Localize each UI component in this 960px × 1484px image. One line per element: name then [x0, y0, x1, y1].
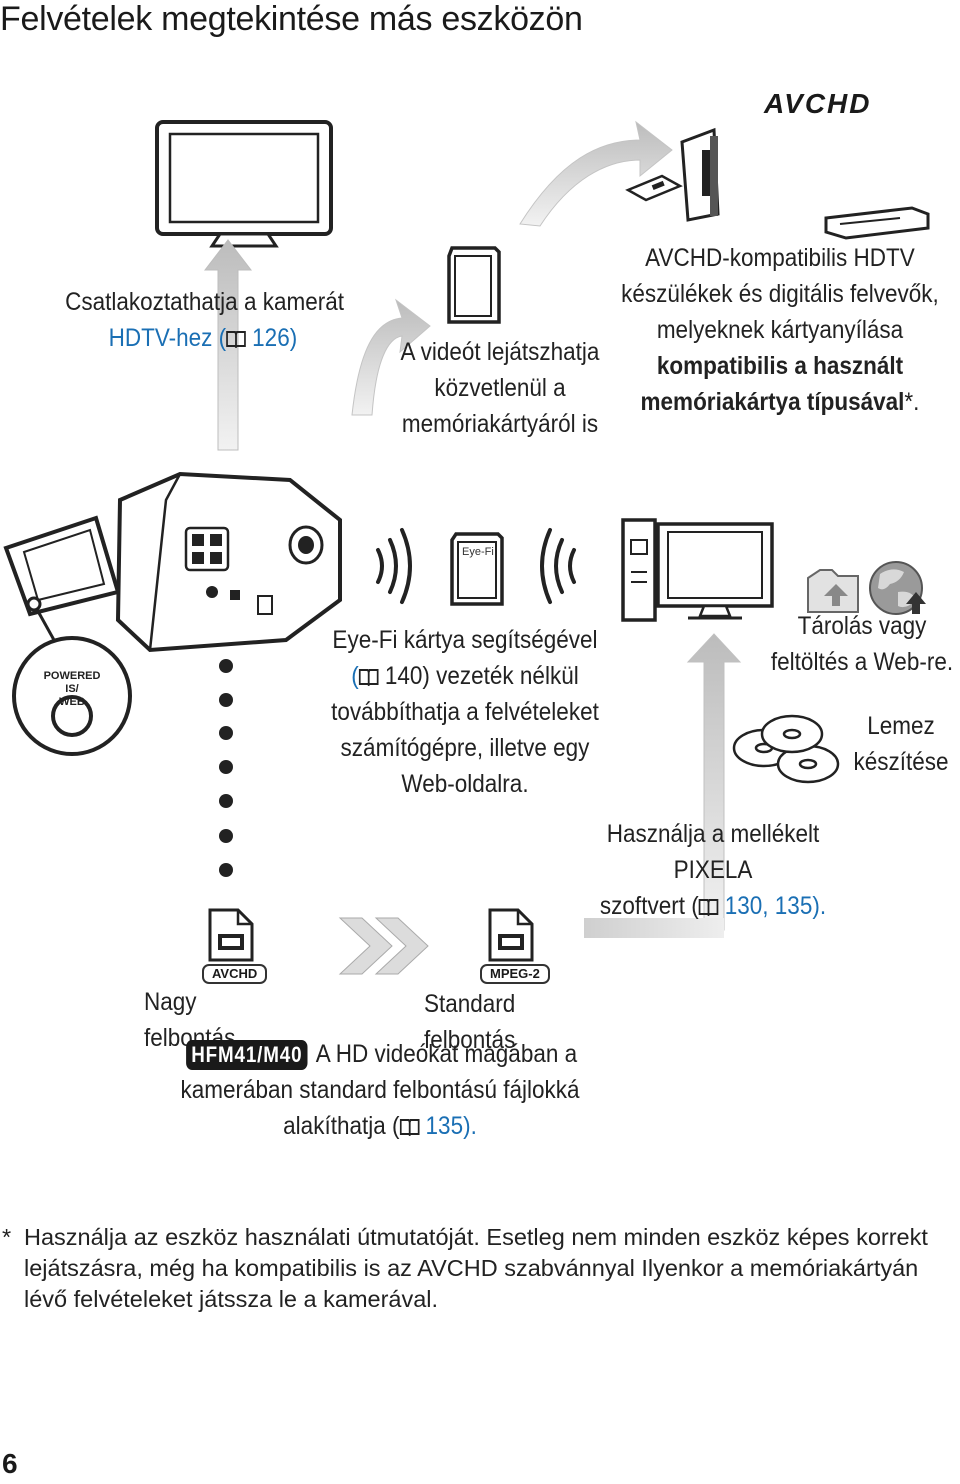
- avchd-text-line2: készülékek és digitális felvevők,: [621, 280, 939, 308]
- eyefi-card-icon: [450, 532, 504, 606]
- store-text-line1: Tárolás vagy: [797, 612, 927, 640]
- button-label-line1: POWERED IS/: [43, 670, 101, 695]
- globe-icon: [869, 561, 926, 615]
- disc-icon: [732, 714, 840, 784]
- book-icon: [358, 669, 379, 686]
- book-icon: [399, 1119, 420, 1136]
- computer-icon: [621, 518, 774, 622]
- dotted-connector: [219, 659, 233, 877]
- button-callout-icon: [12, 596, 132, 756]
- arrow-icon: [351, 120, 673, 416]
- mpeg2-format-badge: MPEG-2: [480, 964, 550, 984]
- disc-text-line2: készítése: [853, 748, 949, 776]
- avchd-recorder-icon: [625, 127, 930, 240]
- footnote-text: Használja az eszköz használati útmutatój…: [24, 1224, 928, 1312]
- conv-text-line1: HFM41/M40 A HD videókat magában a: [173, 1036, 587, 1072]
- avchd-format-badge: AVCHD: [202, 964, 268, 984]
- std-res-label: Standard felbontás: [424, 990, 516, 1054]
- sd-card-icon: [447, 246, 501, 324]
- wifi-signal-icon: [376, 528, 576, 604]
- eyefi-text-line1: Eye-Fi kártya segítségével: [332, 626, 598, 654]
- arrow-icon: [584, 633, 742, 938]
- avchd-text-line4: kompatibilis a használt: [656, 352, 904, 380]
- tv-icon: [155, 120, 333, 248]
- camcorder-icon: [3, 471, 342, 653]
- avchd-logo: AVCHD: [764, 88, 872, 119]
- file-icon: [488, 908, 534, 962]
- folder-icon: [807, 569, 859, 613]
- card-text-line3: memóriakártyáról is: [401, 410, 599, 438]
- store-text-line2: feltöltés a Web-re.: [770, 648, 954, 676]
- avchd-text-line3: melyeknek kártyanyílása: [656, 316, 904, 344]
- file-icon: [208, 908, 254, 962]
- book-icon: [698, 899, 719, 916]
- eyefi-text-line2: ( 140) vezeték nélkül: [351, 662, 579, 690]
- footnote: * Használja az eszköz használati útmutat…: [2, 1222, 934, 1315]
- avchd-text-line5: memóriakártya típusával*.: [640, 388, 920, 416]
- hdtv-text-line2: HDTV-hez ( 126): [108, 324, 298, 352]
- avchd-text-line1: AVCHD-kompatibilis HDTV: [645, 244, 915, 272]
- page-number: 6: [2, 1448, 18, 1479]
- page-title: Felvételek megtekintése más eszközön: [0, 0, 583, 38]
- hdtv-text-line1: Csatlakoztathatja a kamerát: [65, 288, 344, 316]
- conv-text-line3: alakíthatja ( 135).: [283, 1112, 477, 1140]
- eyefi-text-line5: Web-oldalra.: [401, 770, 529, 798]
- disc-text-line1: Lemez: [867, 712, 935, 740]
- eyefi-card-label: Eye-Fi: [462, 546, 494, 558]
- card-text-line2: közvetlenül a: [434, 374, 566, 402]
- pixela-text-line2: szoftvert ( 130, 135).: [599, 892, 827, 920]
- model-badge: HFM41/M40: [186, 1040, 308, 1070]
- conv-text-line2: kamerában standard felbontású fájlokká: [180, 1076, 580, 1104]
- pixela-text-line1: Használja a mellékelt PIXELA: [606, 820, 820, 884]
- button-label-line2: WEB: [59, 696, 85, 708]
- eyefi-text-line3: továbbíthatja a felvételeket: [331, 698, 599, 726]
- eyefi-text-line4: számítógépre, illetve egy: [340, 734, 590, 762]
- book-icon: [226, 331, 246, 348]
- double-chevron-icon: [338, 917, 429, 975]
- card-text-line1: A videót lejátszhatja: [400, 338, 600, 366]
- footnote-star: *: [2, 1224, 12, 1250]
